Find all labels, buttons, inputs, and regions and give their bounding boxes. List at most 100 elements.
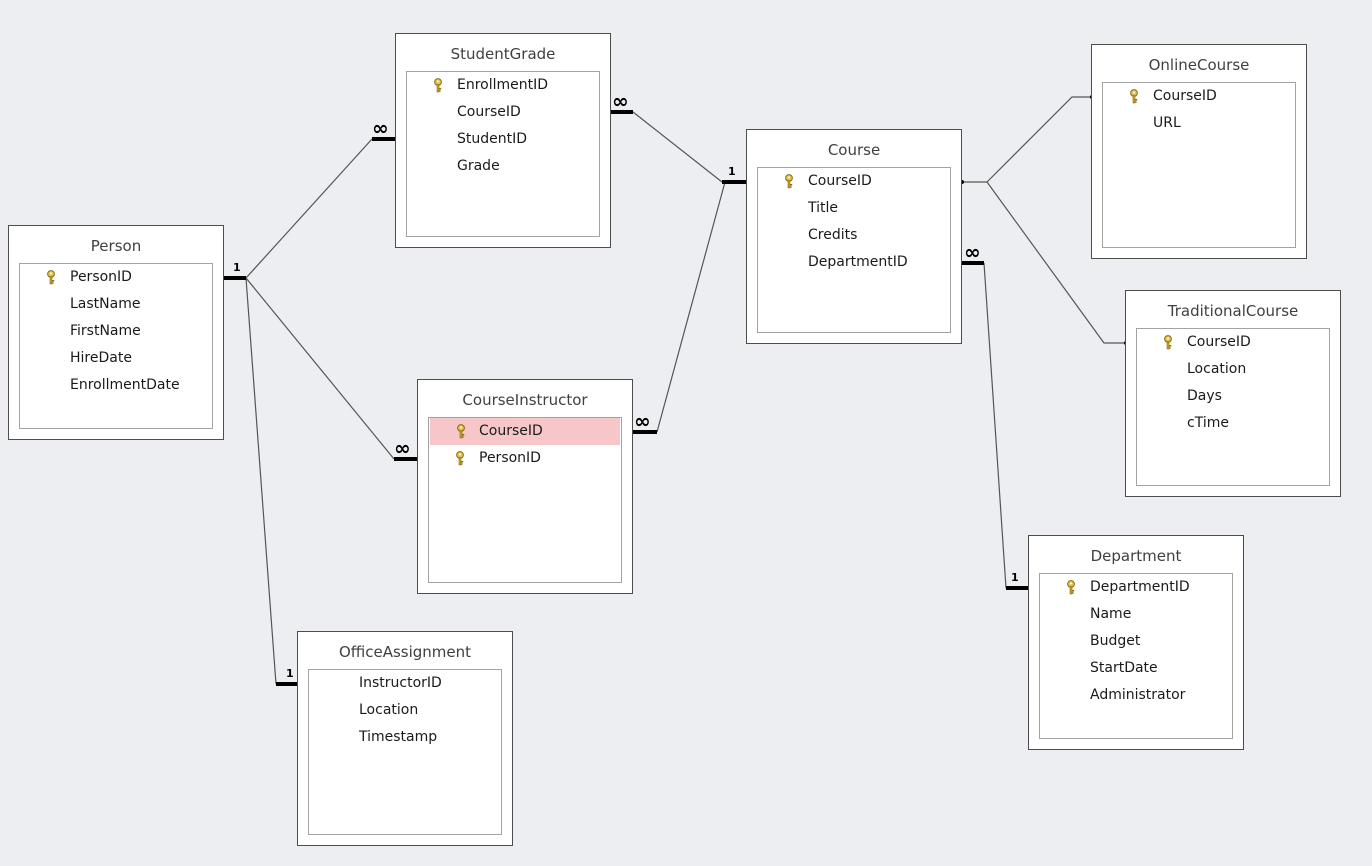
table-courseinstructor[interactable]: CourseInstructor CourseID PersonID [417, 379, 633, 594]
field-row[interactable]: InstructorID [309, 670, 501, 697]
table-title[interactable]: CourseInstructor [462, 391, 588, 409]
field-name: LastName [70, 296, 141, 312]
table-title[interactable]: TraditionalCourse [1167, 302, 1299, 320]
field-name: EnrollmentDate [70, 377, 180, 393]
cardinality-one-department: 1 [1011, 571, 1019, 584]
rel-line-person-courseinstructor [245, 277, 395, 460]
primary-key-icon [457, 424, 465, 439]
field-name: FirstName [70, 323, 141, 339]
field-name: CourseID [1187, 334, 1251, 350]
field-row[interactable]: cTime [1137, 410, 1329, 437]
field-row[interactable]: Location [309, 697, 501, 724]
field-row[interactable]: PersonID [429, 445, 621, 472]
rel-line-person-studentgrade [245, 138, 373, 279]
table-onlinecourse[interactable]: OnlineCourse CourseID URL [1091, 44, 1307, 259]
field-name: DepartmentID [808, 254, 908, 270]
field-row[interactable]: StudentID [407, 126, 599, 153]
primary-key-icon [785, 174, 793, 189]
table-title[interactable]: Department [1090, 547, 1182, 565]
field-list: PersonID LastName FirstName HireDate Enr… [19, 263, 213, 429]
field-name: EnrollmentID [457, 77, 549, 93]
field-row[interactable]: CourseID [1137, 329, 1329, 356]
field-name: HireDate [70, 350, 132, 366]
field-name: URL [1153, 115, 1181, 131]
field-name: Location [1187, 361, 1247, 377]
field-name: StudentID [457, 131, 528, 147]
table-officeassignment[interactable]: OfficeAssignment InstructorID Location T… [297, 631, 513, 846]
table-traditionalcourse[interactable]: TraditionalCourse CourseID Location Days… [1125, 290, 1341, 497]
field-name: cTime [1187, 415, 1229, 431]
field-row[interactable]: Administrator [1040, 682, 1232, 709]
field-name: Location [359, 702, 419, 718]
field-row[interactable]: CourseID [407, 99, 599, 126]
cardinality-one-officeassignment: 1 [286, 667, 294, 680]
field-name: Days [1187, 388, 1222, 404]
field-row[interactable]: CourseID [758, 168, 950, 195]
field-list: EnrollmentID CourseID StudentID Grade [406, 71, 600, 237]
table-studentgrade[interactable]: StudentGrade EnrollmentID CourseID Stude… [395, 33, 611, 248]
field-name: CourseID [479, 423, 543, 439]
cardinality-many-studentgrade-right: ∞ [612, 89, 629, 113]
field-row[interactable]: EnrollmentDate [20, 372, 212, 399]
field-row[interactable]: DepartmentID [758, 249, 950, 276]
table-title[interactable]: Course [827, 141, 881, 159]
table-title[interactable]: Person [90, 237, 142, 255]
field-row[interactable]: FirstName [20, 318, 212, 345]
field-name: Grade [457, 158, 500, 174]
cardinality-many-courseinstructor-right: ∞ [634, 409, 651, 433]
field-row[interactable]: LastName [20, 291, 212, 318]
field-row[interactable]: StartDate [1040, 655, 1232, 682]
field-row[interactable]: Days [1137, 383, 1329, 410]
field-name: Name [1090, 606, 1132, 622]
rel-line-person-officeassignment [245, 277, 277, 685]
table-person[interactable]: Person PersonID LastName FirstName HireD… [8, 225, 224, 440]
field-row[interactable]: Title [758, 195, 950, 222]
field-name: InstructorID [359, 675, 442, 691]
field-list: CourseID URL [1102, 82, 1296, 248]
field-list: DepartmentID Name Budget StartDate Admin… [1039, 573, 1233, 739]
field-name: Budget [1090, 633, 1141, 649]
rel-line-course-department [983, 262, 1007, 589]
field-list: CourseID Title Credits DepartmentID [757, 167, 951, 333]
field-name: CourseID [808, 173, 872, 189]
cardinality-many-studentgrade-left: ∞ [372, 116, 389, 140]
field-name: Administrator [1090, 687, 1186, 703]
field-row[interactable]: Location [1137, 356, 1329, 383]
field-row[interactable]: DepartmentID [1040, 574, 1232, 601]
table-title[interactable]: OfficeAssignment [338, 643, 472, 661]
cardinality-many-courseinstructor-left: ∞ [394, 436, 411, 460]
table-course[interactable]: Course CourseID Title Credits Department… [746, 129, 962, 344]
field-row[interactable]: Timestamp [309, 724, 501, 751]
primary-key-icon [47, 270, 55, 285]
field-list: CourseID Location Days cTime [1136, 328, 1330, 486]
table-department[interactable]: Department DepartmentID Name Budget Star… [1028, 535, 1244, 750]
field-row[interactable]: CourseID [1103, 83, 1295, 110]
rel-line-courseinstructor-course [656, 181, 726, 433]
field-name: DepartmentID [1090, 579, 1190, 595]
primary-key-icon [1067, 580, 1075, 595]
table-title[interactable]: OnlineCourse [1148, 56, 1250, 74]
field-name: StartDate [1090, 660, 1158, 676]
field-list: InstructorID Location Timestamp [308, 669, 502, 835]
field-row-selected[interactable]: CourseID [430, 418, 620, 445]
field-row[interactable]: Budget [1040, 628, 1232, 655]
field-row[interactable]: HireDate [20, 345, 212, 372]
primary-key-icon [456, 451, 464, 466]
field-row[interactable]: Name [1040, 601, 1232, 628]
field-name: CourseID [457, 104, 521, 120]
primary-key-icon [434, 78, 442, 93]
field-row[interactable]: URL [1103, 110, 1295, 137]
field-row[interactable]: Grade [407, 153, 599, 180]
cardinality-one-course: 1 [728, 165, 736, 178]
table-title[interactable]: StudentGrade [450, 45, 556, 63]
field-row[interactable]: EnrollmentID [407, 72, 599, 99]
field-row[interactable]: PersonID [20, 264, 212, 291]
cardinality-one-person: 1 [233, 261, 241, 274]
field-list: CourseID PersonID [428, 417, 622, 583]
field-name: Timestamp [359, 729, 438, 745]
field-name: PersonID [479, 450, 541, 466]
field-name: PersonID [70, 269, 132, 285]
field-row[interactable]: Credits [758, 222, 950, 249]
field-name: CourseID [1153, 88, 1217, 104]
rel-line-studentgrade-course [632, 111, 723, 183]
